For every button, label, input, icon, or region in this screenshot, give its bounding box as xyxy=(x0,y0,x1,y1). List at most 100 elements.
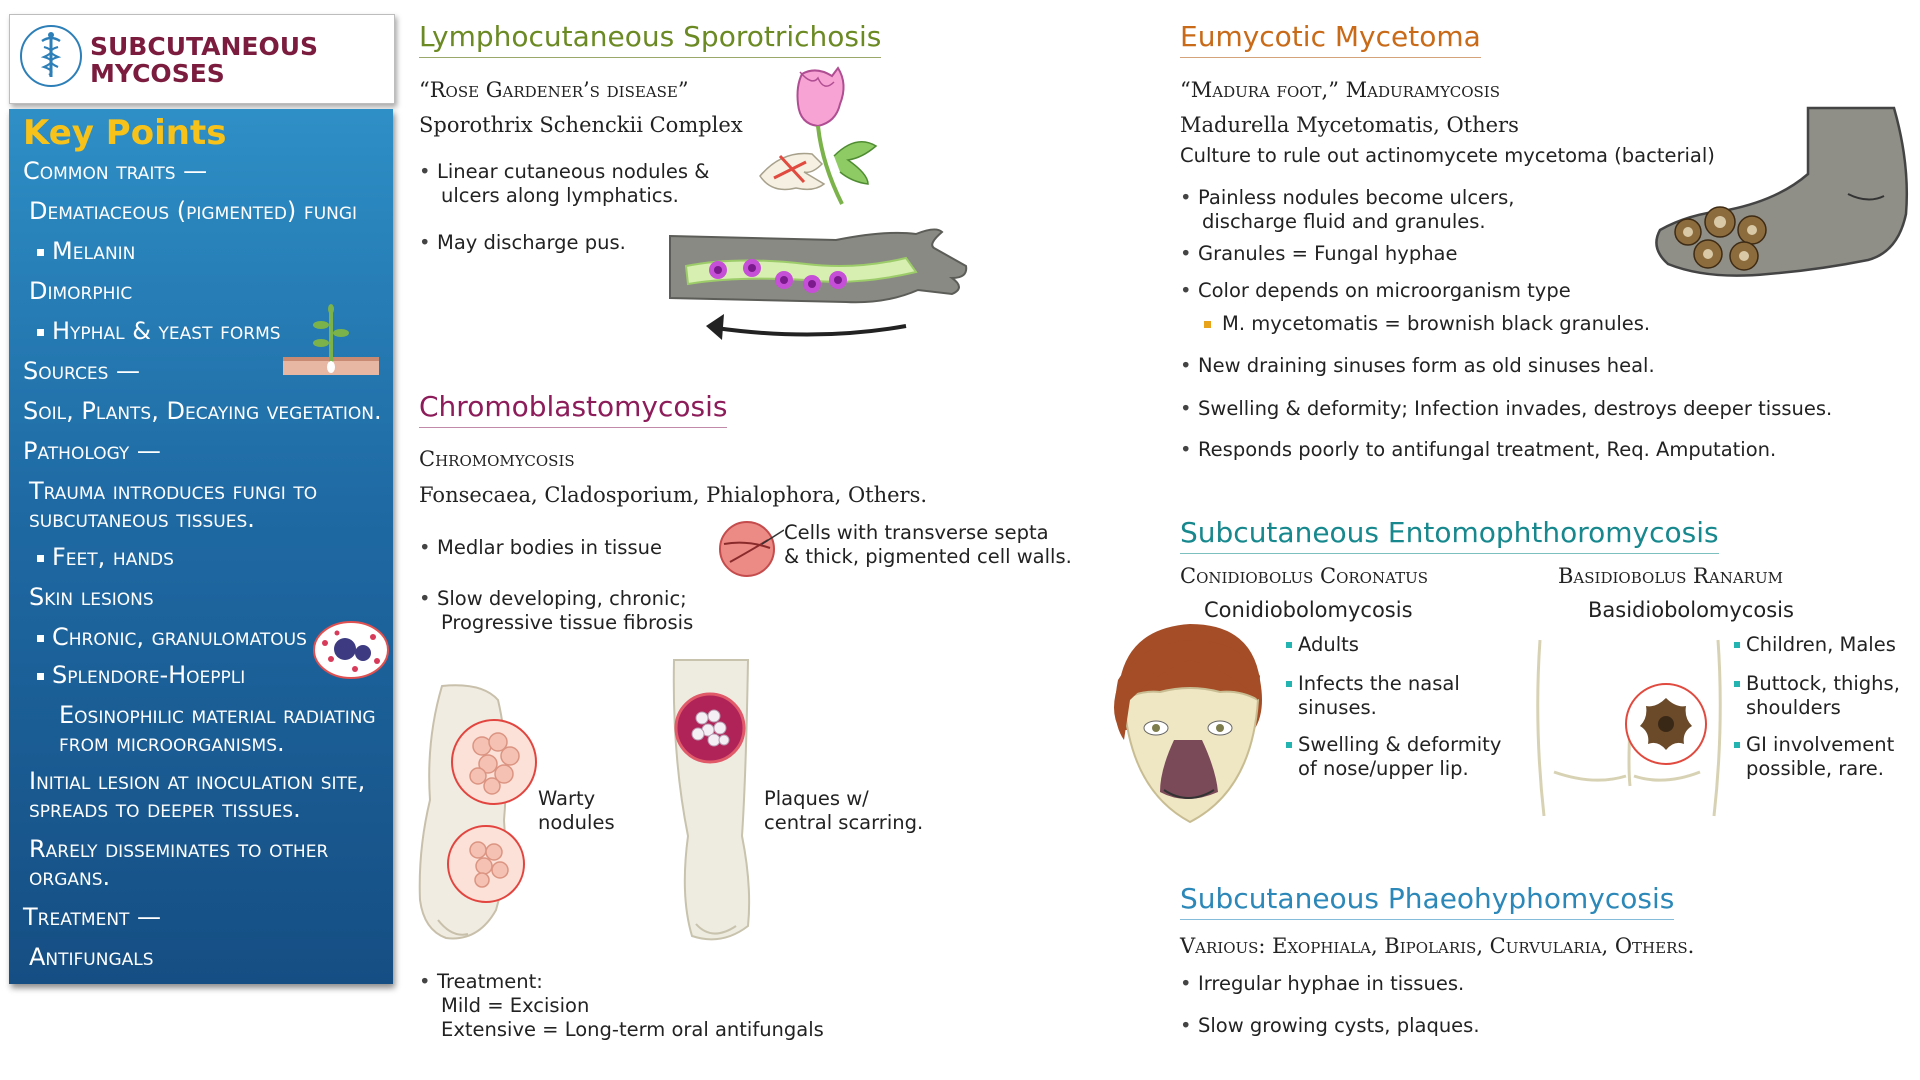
sporotrichosis-bullet: May discharge pus. xyxy=(419,231,626,255)
mycetoma-bullet: Swelling & deformity; Infection invades,… xyxy=(1180,397,1832,421)
plaques-label: Plaques w/ central scarring. xyxy=(764,787,923,835)
key-points-title: Key Points xyxy=(23,113,227,153)
mycetoma-alias: “Madura foot,” Maduramycosis xyxy=(1180,78,1501,102)
sporotrichosis-alias: “Rose Gardener’s disease” xyxy=(419,78,689,102)
key-point-item: Trauma introduces fungi to xyxy=(29,477,318,505)
key-point-item: Skin lesions xyxy=(29,583,154,611)
mycetoma-bullet: New draining sinuses form as old sinuses… xyxy=(1180,354,1655,378)
chromoblastomycosis-bullet: Medlar bodies in tissue xyxy=(419,536,662,560)
bullet-line: Buttock, thighs, xyxy=(1746,672,1900,695)
chromoblastomycosis-alias: Chromomycosis xyxy=(419,447,575,471)
rose-hand-illustration xyxy=(759,66,878,205)
treatment-line: Mild = Excision xyxy=(441,994,590,1017)
bullet-line: Painless nodules become ulcers, xyxy=(1198,186,1515,209)
mycetoma-bullet: Color depends on microorganism type xyxy=(1180,279,1571,303)
mycetoma-organism: Madurella Mycetomatis, Others xyxy=(1180,113,1519,137)
phaeohyphomycosis-organisms: Various: Exophiala, Bipolaris, Curvulari… xyxy=(1180,934,1695,958)
key-point-text: Feet, hands xyxy=(52,543,174,571)
key-point-item: Pathology — xyxy=(23,437,161,465)
key-point-item: Dimorphic xyxy=(29,277,133,305)
mycetoma-bullet: Painless nodules become ulcers, discharg… xyxy=(1180,186,1515,234)
face-illustration xyxy=(1114,624,1262,824)
leg-plaque-illustration xyxy=(672,659,751,941)
phaeohyphomycosis-bullet: Slow growing cysts, plaques. xyxy=(1180,1014,1480,1038)
chromoblastomycosis-treatment: Treatment: Mild = Excision Extensive = L… xyxy=(419,970,824,1042)
key-point-item: Splendore-Hoeppli xyxy=(37,661,245,689)
key-point-text: Chronic, granulomatous xyxy=(52,623,307,651)
medlar-body-illustration xyxy=(719,521,784,577)
key-point-item: Common traits — xyxy=(23,157,208,185)
key-point-item: organs. xyxy=(29,863,111,891)
basidiobolomycosis-label: Basidiobolomycosis xyxy=(1588,598,1794,622)
bullet-line: Infects the nasal xyxy=(1298,672,1460,695)
logo-title-line1: SUBCUTANEOUS xyxy=(90,32,319,61)
key-point-item: Dematiaceous (pigmented) fungi xyxy=(29,197,358,225)
bullet-line: of nose/upper lip. xyxy=(1298,757,1469,780)
bullet-line: Linear cutaneous nodules & xyxy=(437,160,710,183)
key-point-item: Feet, hands xyxy=(37,543,174,571)
key-point-item: Initial lesion at inoculation site, xyxy=(29,767,366,795)
buttock-illustration xyxy=(1536,639,1722,817)
key-point-item: from microorganisms. xyxy=(59,729,285,757)
mycetoma-bullet: Granules = Fungal hyphae xyxy=(1180,242,1457,266)
mycetoma-bullet: Responds poorly to antifungal treatment,… xyxy=(1180,438,1776,462)
medlar-callout: Cells with transverse septa & thick, pig… xyxy=(784,521,1072,569)
logo-title: SUBCUTANEOUS MYCOSES xyxy=(90,33,318,87)
logo-panel: SUBCUTANEOUS MYCOSES xyxy=(9,14,395,104)
basidiobolus-organism: Basidiobolus Ranarum xyxy=(1558,564,1783,588)
section-title-entomophthoromycosis: Subcutaneous Entomophthoromycosis xyxy=(1180,516,1719,554)
sporotrichosis-organism: Sporothrix Schenckii Complex xyxy=(419,113,743,137)
key-point-item: Treatment — xyxy=(23,903,162,931)
sprout-illustration xyxy=(283,304,379,375)
bullet-line: sinuses. xyxy=(1298,696,1377,719)
section-title-phaeohyphomycosis: Subcutaneous Phaeohyphomycosis xyxy=(1180,882,1675,920)
mycetoma-sub-bullet: M. mycetomatis = brownish black granules… xyxy=(1203,312,1651,335)
bullet-line: Progressive tissue fibrosis xyxy=(441,611,694,634)
key-point-item: Melanin xyxy=(37,237,135,265)
arm-lymphatics-illustration xyxy=(669,228,968,340)
key-point-item: Sources — xyxy=(23,357,141,385)
bullet-line: discharge fluid and granules. xyxy=(1202,210,1486,233)
mycetoma-culture: Culture to rule out actinomycete mycetom… xyxy=(1180,144,1715,167)
conidiobolus-bullet: Infects the nasal sinuses. xyxy=(1286,672,1460,720)
key-point-item: Hyphal & yeast forms xyxy=(37,317,281,345)
key-point-text: Hyphal & yeast forms xyxy=(52,317,281,345)
bullet-line: ulcers along lymphatics. xyxy=(441,184,679,207)
foot-warty-nodules-illustration xyxy=(418,684,537,940)
key-point-text: Melanin xyxy=(52,237,136,265)
label-line: Warty xyxy=(538,787,596,810)
chromoblastomycosis-organisms: Fonsecaea, Cladosporium, Phialophora, Ot… xyxy=(419,483,928,507)
madura-foot-illustration xyxy=(1655,106,1909,277)
warty-nodules-label: Warty nodules xyxy=(538,787,615,835)
label-line: central scarring. xyxy=(764,811,924,834)
conidiobolomycosis-label: Conidiobolomycosis xyxy=(1204,598,1413,622)
splendore-hoeppli-illustration xyxy=(313,621,389,679)
key-point-item: Chronic, granulomatous xyxy=(37,623,307,651)
key-point-text: Splendore-Hoeppli xyxy=(52,661,246,689)
basidiobolus-bullet: Children, Males xyxy=(1734,633,1896,656)
key-point-item: Soil, Plants, Decaying vegetation. xyxy=(23,397,382,425)
label-line: nodules xyxy=(538,811,615,834)
bullet-line: possible, rare. xyxy=(1746,757,1884,780)
key-point-item: Eosinophilic material radiating xyxy=(59,701,376,729)
key-point-item: spreads to deeper tissues. xyxy=(29,795,301,823)
conidiobolus-organism: Conidiobolus Coronatus xyxy=(1180,564,1429,588)
key-points-panel: Key Points Common traits — Dematiaceous … xyxy=(9,109,393,984)
basidiobolus-bullet: Buttock, thighs, shoulders xyxy=(1734,672,1900,720)
logo-title-line2: MYCOSES xyxy=(90,59,225,88)
callout-line: & thick, pigmented cell walls. xyxy=(784,545,1072,568)
conidiobolus-bullet: Adults xyxy=(1286,633,1359,656)
key-point-item: subcutaneous tissues. xyxy=(29,505,255,533)
bullet-line: shoulders xyxy=(1746,696,1841,719)
bullet-line: Slow developing, chronic; xyxy=(437,587,687,610)
section-title-chromoblastomycosis: Chromoblastomycosis xyxy=(419,390,728,428)
conidiobolus-bullet: Swelling & deformity of nose/upper lip. xyxy=(1285,733,1502,781)
section-title-sporotrichosis: Lymphocutaneous Sporotrichosis xyxy=(419,20,882,58)
treatment-line: Extensive = Long-term oral antifungals xyxy=(441,1018,824,1041)
basidiobolus-bullet: GI involvement possible, rare. xyxy=(1733,733,1895,781)
bullet-line: Swelling & deformity xyxy=(1298,733,1502,756)
label-line: Plaques w/ xyxy=(764,787,869,810)
chromoblastomycosis-bullet: Slow developing, chronic; Progressive ti… xyxy=(419,587,694,635)
phaeohyphomycosis-bullet: Irregular hyphae in tissues. xyxy=(1180,972,1464,996)
bullet-line: GI involvement xyxy=(1746,733,1895,756)
